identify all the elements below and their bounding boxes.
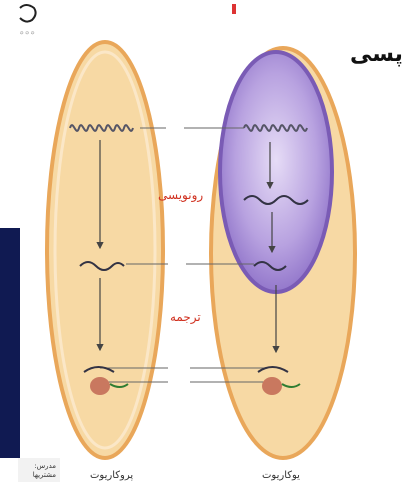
logo: ۞ ۞ ۞ (20, 5, 36, 36)
dark-side-panel (0, 228, 20, 458)
eukaryote-cell (211, 48, 355, 458)
svg-text:۞ ۞ ۞: ۞ ۞ ۞ (20, 29, 35, 36)
dna-tag (166, 124, 184, 131)
ribosome-tag-2 (168, 378, 190, 385)
translation-label: ترجمه (170, 310, 201, 324)
ribosome-tag-1 (168, 364, 190, 371)
eukaryote-label: یوکاریوت (262, 470, 300, 481)
prokaryote-cell (47, 42, 163, 458)
nucleus (220, 52, 332, 292)
page-title: پسی (350, 42, 403, 67)
credit-label: مدرس: مشتریها (20, 462, 56, 480)
mrna-tag (168, 260, 186, 267)
prokaryote-label: پروکاریوت (90, 470, 133, 481)
transcription-label: رونویسی (158, 188, 203, 202)
red-marker (232, 4, 236, 14)
